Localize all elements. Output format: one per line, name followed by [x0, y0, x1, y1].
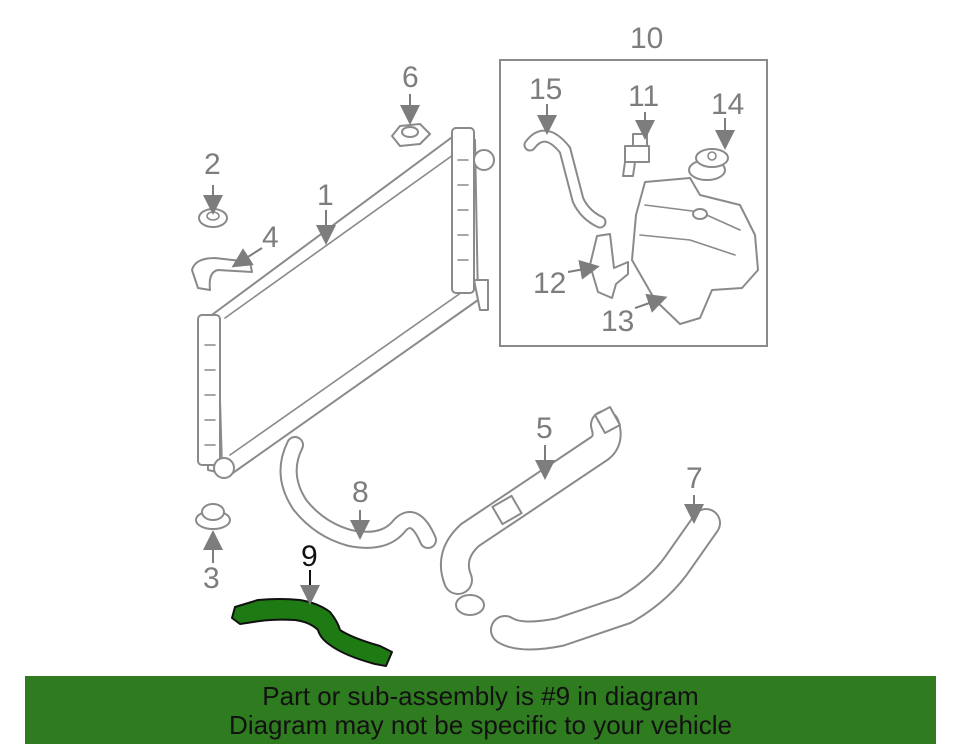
callout-15: 15 [529, 73, 562, 106]
callout-9: 9 [301, 540, 318, 573]
reservoir-tank-part[interactable] [631, 177, 759, 325]
callout-6: 6 [402, 61, 419, 94]
callout-13: 13 [601, 305, 634, 338]
hose-9-part-highlighted[interactable] [231, 598, 393, 667]
callout-12: 12 [533, 267, 566, 300]
leader-lines [203, 94, 735, 605]
callout-4: 4 [262, 221, 279, 254]
callout-labels: 1 2 3 4 5 6 7 8 9 10 11 12 13 14 15 [203, 22, 744, 595]
callout-3: 3 [203, 562, 220, 595]
info-banner: Part or sub-assembly is #9 in diagram Di… [25, 676, 936, 744]
radiator-part[interactable] [197, 127, 495, 479]
reservoir-group-box [499, 59, 768, 347]
banner-line-1: Part or sub-assembly is #9 in diagram [262, 681, 699, 711]
callout-10: 10 [630, 22, 663, 55]
banner-line-2: Diagram may not be specific to your vehi… [229, 710, 732, 740]
cap-part[interactable] [391, 123, 431, 147]
grommet-part[interactable] [198, 208, 228, 228]
callout-5: 5 [536, 412, 553, 445]
small-hose-part[interactable] [523, 129, 607, 229]
upper-hose-part[interactable] [440, 406, 622, 616]
bracket-part[interactable] [191, 257, 253, 291]
mount-part[interactable] [195, 503, 231, 530]
hose-8-part[interactable] [279, 436, 437, 549]
lower-hose-part[interactable] [490, 508, 721, 651]
callout-8: 8 [352, 476, 369, 509]
reservoir-cap-part[interactable] [688, 148, 729, 181]
reservoir-bracket-part[interactable] [589, 233, 629, 299]
callout-11: 11 [628, 80, 659, 113]
callout-1: 1 [317, 179, 334, 212]
callout-7: 7 [686, 462, 703, 495]
callout-14: 14 [711, 88, 744, 121]
sensor-part[interactable] [622, 133, 650, 177]
callout-2: 2 [204, 148, 221, 181]
